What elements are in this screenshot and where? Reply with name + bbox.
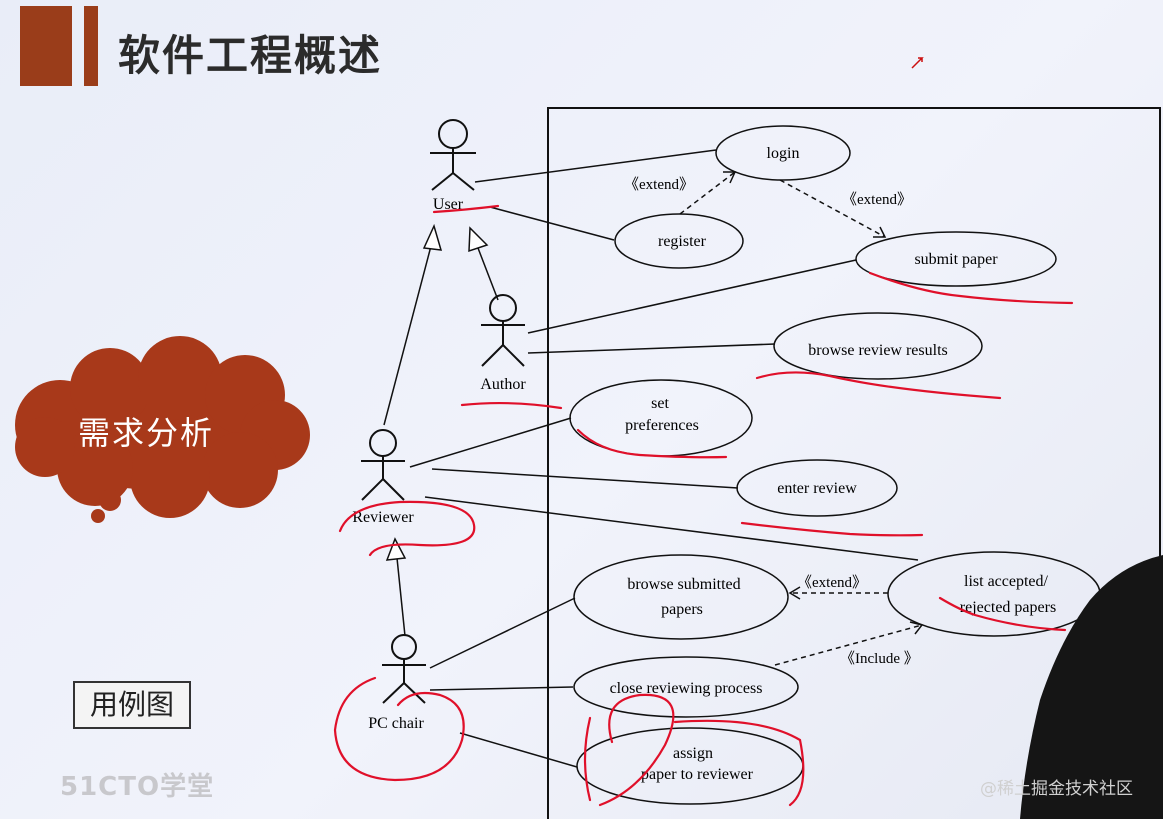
use-case-assign-paper[interactable]: assign paper to reviewer <box>576 727 804 805</box>
title-accent-bar <box>20 6 72 86</box>
slide-title: 软件工程概述 <box>118 31 383 80</box>
title-accent-bar-thin <box>84 6 98 86</box>
dependency-arrowheads <box>723 171 924 635</box>
use-case-submit-paper-label: submit paper <box>914 251 998 268</box>
use-case-set-preferences-line1: set <box>651 395 669 412</box>
actor-pc-chair-label: PC chair <box>368 715 424 732</box>
use-case-list-accepted-rejected[interactable]: list accepted/ rejected papers <box>887 551 1101 637</box>
use-case-set-preferences[interactable]: set preferences <box>569 379 753 457</box>
stereotype-extend-3: 《extend》 <box>797 574 867 591</box>
red-annotations <box>333 204 1074 807</box>
brand-logo: 51CTO学堂 <box>60 772 215 802</box>
use-case-set-preferences-line2: preferences <box>625 417 699 434</box>
association-lines <box>409 149 919 768</box>
stereotype-include: 《Include 》 <box>840 650 919 667</box>
actor-reviewer[interactable] <box>361 429 405 501</box>
system-boundary <box>547 107 1161 819</box>
dependency-arrows <box>679 171 923 666</box>
stereotype-extend-1: 《extend》 <box>624 176 694 193</box>
actor-pc-chair[interactable] <box>382 634 426 704</box>
use-case-assign-paper-line2: paper to reviewer <box>641 766 754 783</box>
use-case-login[interactable]: login <box>715 125 851 181</box>
use-case-list-accepted-rejected-line1: list accepted/ <box>964 573 1049 590</box>
watermark: @稀土掘金技术社区 <box>980 779 1133 799</box>
use-case-close-reviewing-process[interactable]: close reviewing process <box>573 656 799 718</box>
use-case-enter-review[interactable]: enter review <box>736 459 898 517</box>
actor-author-label: Author <box>480 376 526 393</box>
cloud-label: 需求分析 <box>78 414 215 452</box>
use-case-login-label: login <box>767 145 800 162</box>
use-case-assign-paper-line1: assign <box>673 745 713 762</box>
use-case-close-reviewing-process-label: close reviewing process <box>610 680 763 697</box>
actor-user-label: User <box>433 196 464 213</box>
presenter-silhouette <box>1020 555 1163 819</box>
actor-user[interactable] <box>430 119 476 191</box>
diagram-type-label: 用例图 <box>73 681 191 729</box>
use-case-browse-review-results-label: browse review results <box>808 342 948 359</box>
pointer-icon <box>911 57 924 69</box>
use-case-register[interactable]: register <box>614 213 744 269</box>
use-case-register-label: register <box>658 233 707 250</box>
generalization-arrows <box>383 223 499 637</box>
stereotype-extend-2: 《extend》 <box>842 191 912 208</box>
use-case-browse-submitted-papers-line2: papers <box>661 601 703 618</box>
actor-reviewer-label: Reviewer <box>352 509 414 526</box>
actor-author[interactable] <box>481 294 525 367</box>
use-case-enter-review-label: enter review <box>777 480 857 497</box>
use-case-submit-paper[interactable]: submit paper <box>855 231 1057 287</box>
use-case-browse-submitted-papers[interactable]: browse submitted papers <box>573 554 789 640</box>
use-case-browse-submitted-papers-line1: browse submitted <box>627 576 740 593</box>
thought-cloud <box>15 336 310 523</box>
use-case-browse-review-results[interactable]: browse review results <box>773 312 983 380</box>
use-case-list-accepted-rejected-line2: rejected papers <box>960 599 1056 616</box>
